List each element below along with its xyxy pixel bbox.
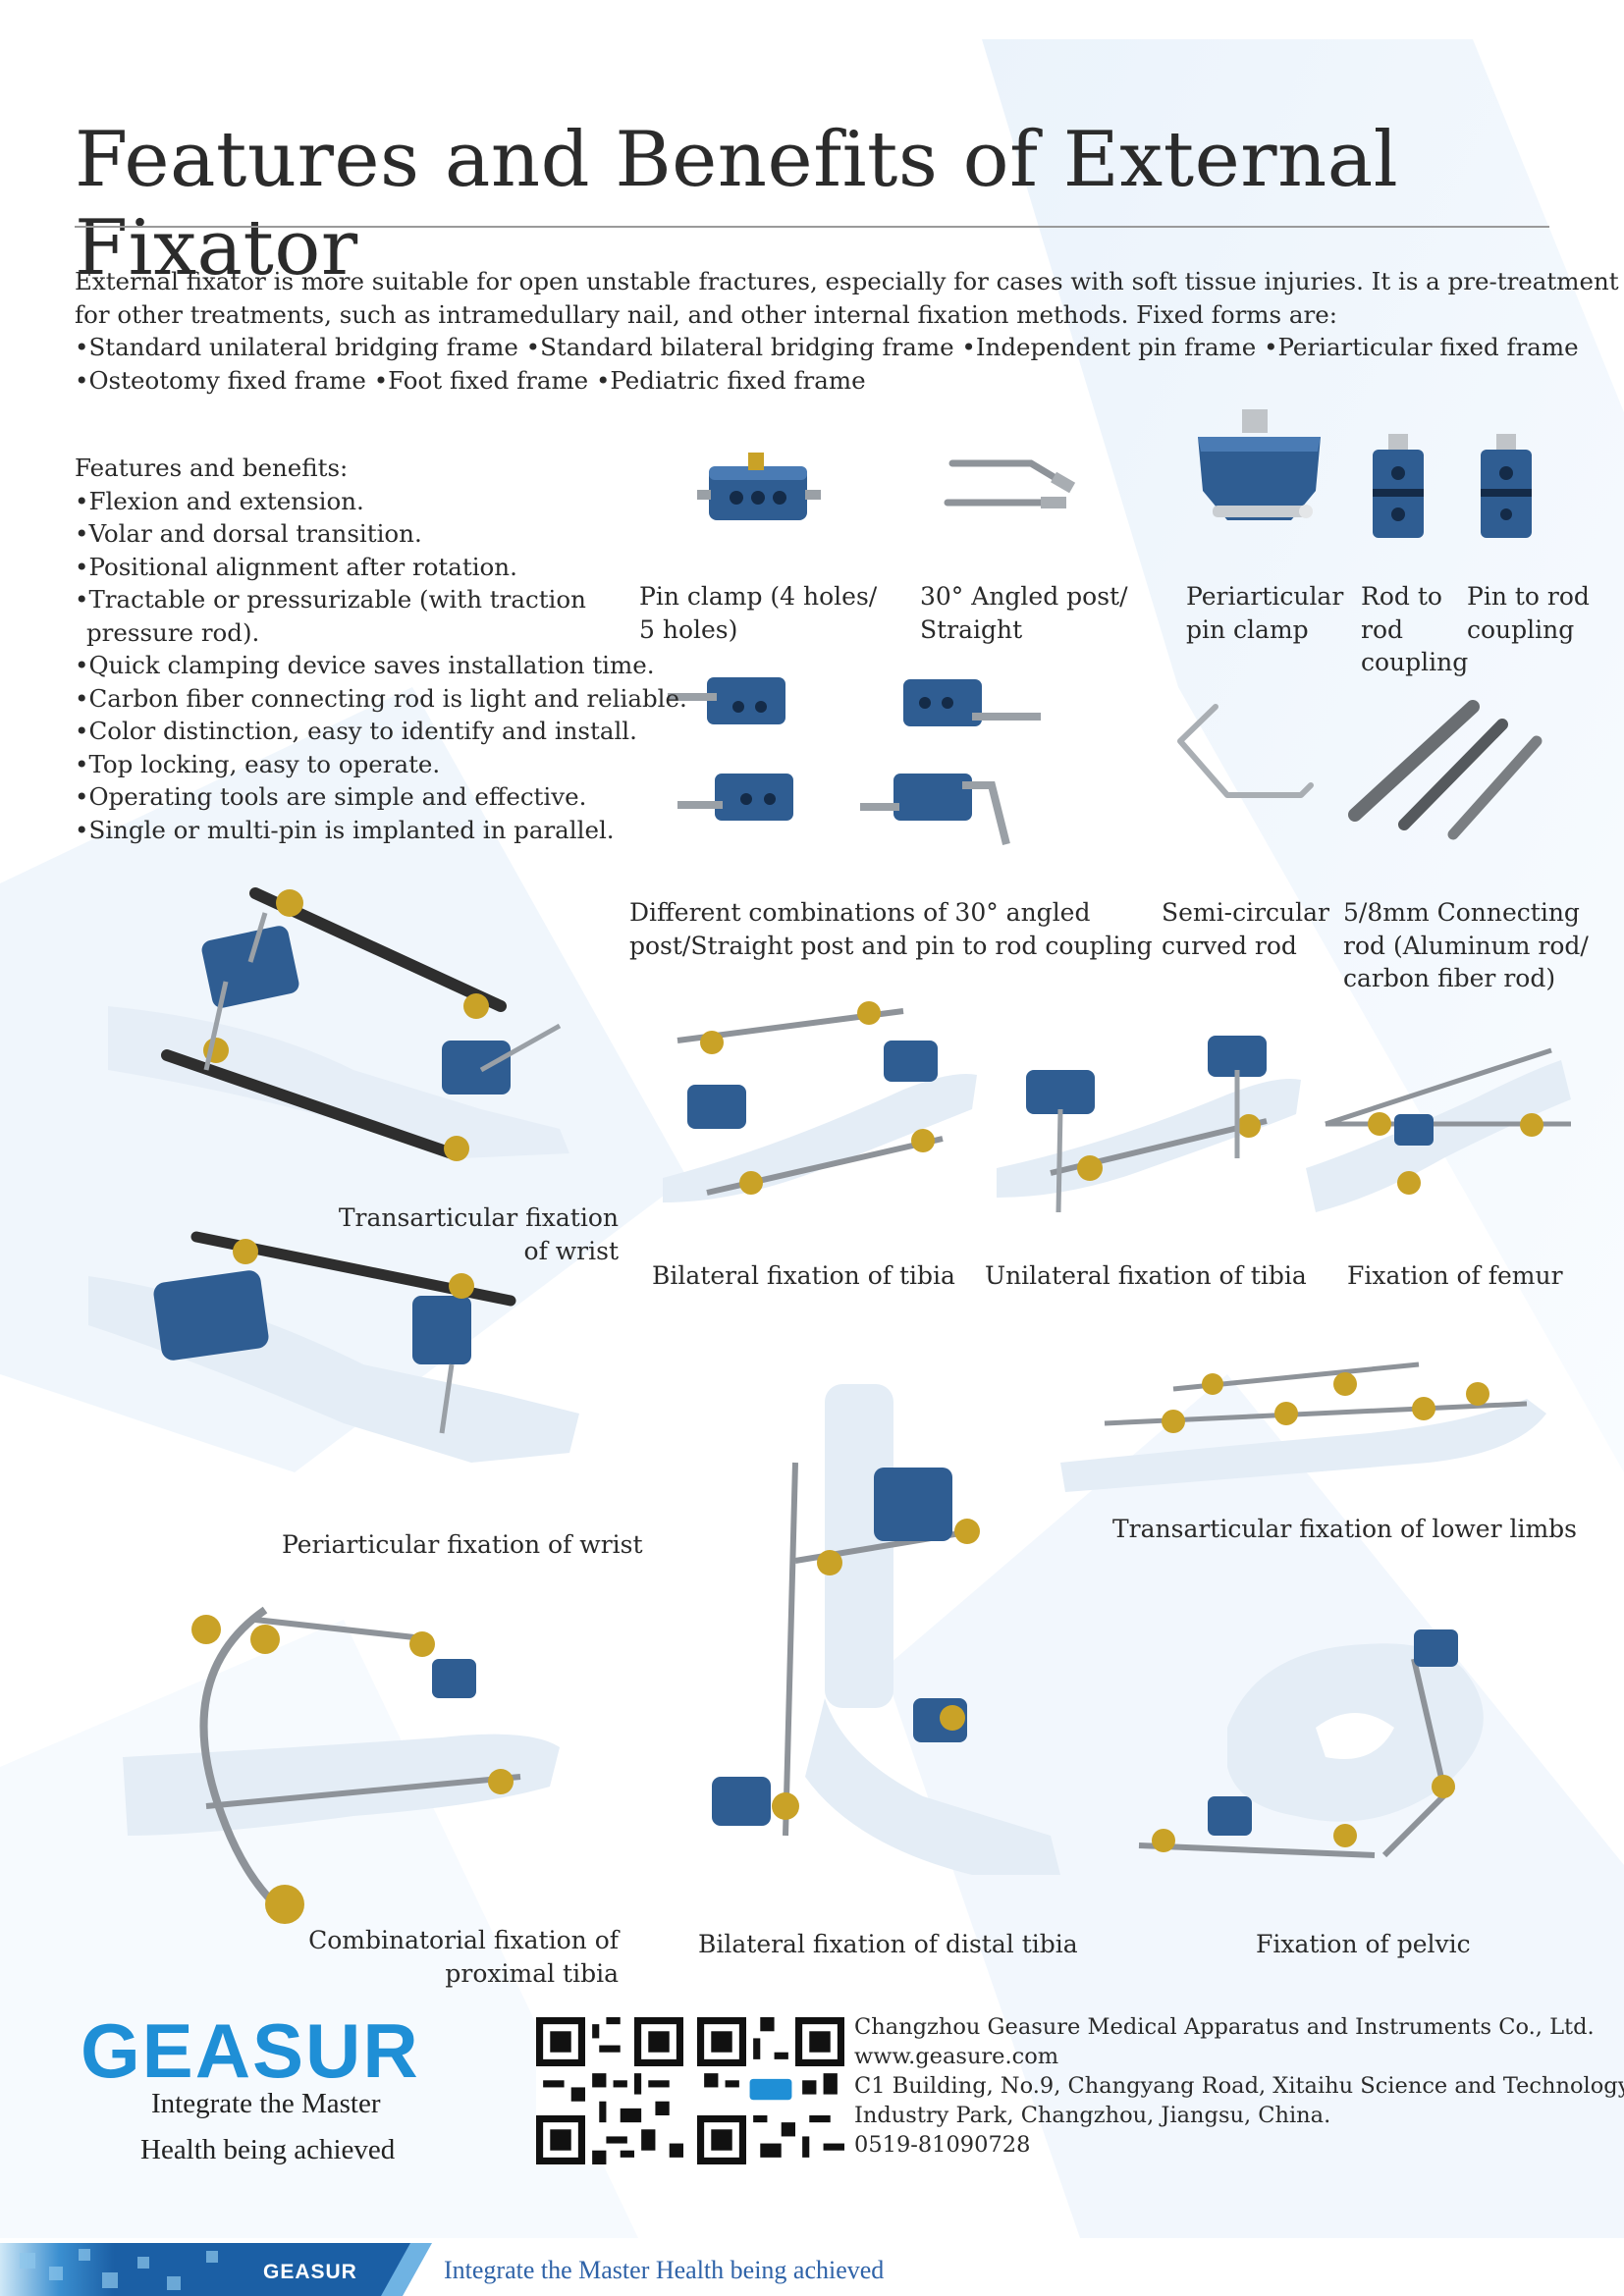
caption-unilateral-tibia: Unilateral fixation of tibia xyxy=(985,1261,1307,1290)
page-title: Features and Benefits of External Fixato… xyxy=(75,116,1399,293)
angled-post-image xyxy=(944,459,1076,508)
transarticular-lower-limbs-image xyxy=(1060,1362,1546,1492)
footer-logo: GEASUR xyxy=(263,2261,357,2283)
feature-item: •Volar and dorsal transition. xyxy=(75,519,422,548)
proximal-tibia-image xyxy=(123,1606,560,1924)
title-divider xyxy=(75,226,1549,228)
caption-pin-clamp: Pin clamp (4 holes/5 holes) xyxy=(639,582,878,644)
transarticular-wrist-image xyxy=(108,887,569,1161)
feature-item: •Single or multi-pin is implanted in par… xyxy=(75,815,615,844)
caption-angled-post: 30° Angled post/Straight xyxy=(920,582,1128,644)
periarticular-wrist-image xyxy=(88,1231,579,1463)
femur-image xyxy=(1306,1047,1571,1212)
address-line: C1 Building, No.9, Changyang Road, Xitai… xyxy=(854,2073,1624,2099)
connecting-rods-image xyxy=(1348,700,1543,840)
brand-slogan-line1: Integrate the Master xyxy=(151,2088,381,2119)
pelvic-image xyxy=(1138,1629,1484,1858)
footer-tagline: Integrate the Master Health being achiev… xyxy=(444,2256,885,2284)
features-list: Features and benefits: •Flexion and exte… xyxy=(75,452,687,846)
address-line: Industry Park, Changzhou, Jiangsu, China… xyxy=(854,2103,1331,2128)
phone-number: 0519-81090728 xyxy=(854,2132,1031,2158)
intro-line: •Osteotomy fixed frame •Foot fixed frame… xyxy=(75,365,866,395)
qr-code-wechat[interactable] xyxy=(697,2017,844,2164)
brand-logo: GEASUR xyxy=(81,2014,420,2088)
caption-transarticular-lower-limbs: Transarticular fixation of lower limbs xyxy=(1112,1515,1577,1543)
caption-pelvic: Fixation of pelvic xyxy=(1256,1930,1471,1958)
feature-item: •Color distinction, easy to identify and… xyxy=(75,717,637,745)
intro-line: External fixator is more suitable for op… xyxy=(75,267,1619,295)
caption-bilateral-tibia: Bilateral fixation of tibia xyxy=(652,1261,955,1290)
feature-item: •Operating tools are simple and effectiv… xyxy=(75,782,587,811)
unilateral-tibia-image xyxy=(997,1036,1301,1213)
feature-item: •Tractable or pressurizable (with tracti… xyxy=(75,585,586,614)
contact-info: Changzhou Geasure Medical Apparatus and … xyxy=(854,2012,1624,2160)
pin-to-rod-coupling-image xyxy=(1481,434,1532,538)
feature-item: •Quick clamping device saves installatio… xyxy=(75,651,655,679)
rod-to-rod-coupling-image xyxy=(1373,434,1424,538)
svg-text:GEASUR: GEASUR xyxy=(81,2014,420,2088)
semi-circular-rod-image xyxy=(1177,704,1314,798)
caption-distal-tibia: Bilateral fixation of distal tibia xyxy=(698,1930,1078,1958)
intro-line: for other treatments, such as intramedul… xyxy=(75,299,1337,329)
feature-item: •Flexion and extension. xyxy=(75,486,364,515)
feature-item: pressure rod). xyxy=(86,617,260,647)
caption-periarticular-wrist: Periarticular fixation of wrist xyxy=(282,1530,643,1559)
combination-clamps-image xyxy=(668,677,1041,845)
distal-tibia-image xyxy=(712,1384,1060,1875)
caption-femur: Fixation of femur xyxy=(1347,1261,1563,1290)
pin-clamp-image xyxy=(697,453,821,520)
features-heading: Features and benefits: xyxy=(75,454,349,482)
website-link[interactable]: www.geasure.com xyxy=(854,2044,1059,2069)
brand-slogan-line2: Health being achieved xyxy=(140,2134,396,2165)
feature-item: •Positional alignment after rotation. xyxy=(75,552,517,581)
periarticular-pin-clamp-image xyxy=(1198,409,1321,520)
intro-paragraph: External fixator is more suitable for op… xyxy=(75,265,1619,397)
footer-bar xyxy=(0,2243,432,2296)
intro-line: •Standard unilateral bridging frame •Sta… xyxy=(75,333,1579,361)
feature-item: •Carbon fiber connecting rod is light an… xyxy=(75,683,687,713)
company-name: Changzhou Geasure Medical Apparatus and … xyxy=(854,2014,1595,2040)
bilateral-tibia-image xyxy=(663,1001,977,1202)
qr-code-website[interactable] xyxy=(536,2017,683,2164)
feature-item: •Top locking, easy to operate. xyxy=(75,749,441,778)
